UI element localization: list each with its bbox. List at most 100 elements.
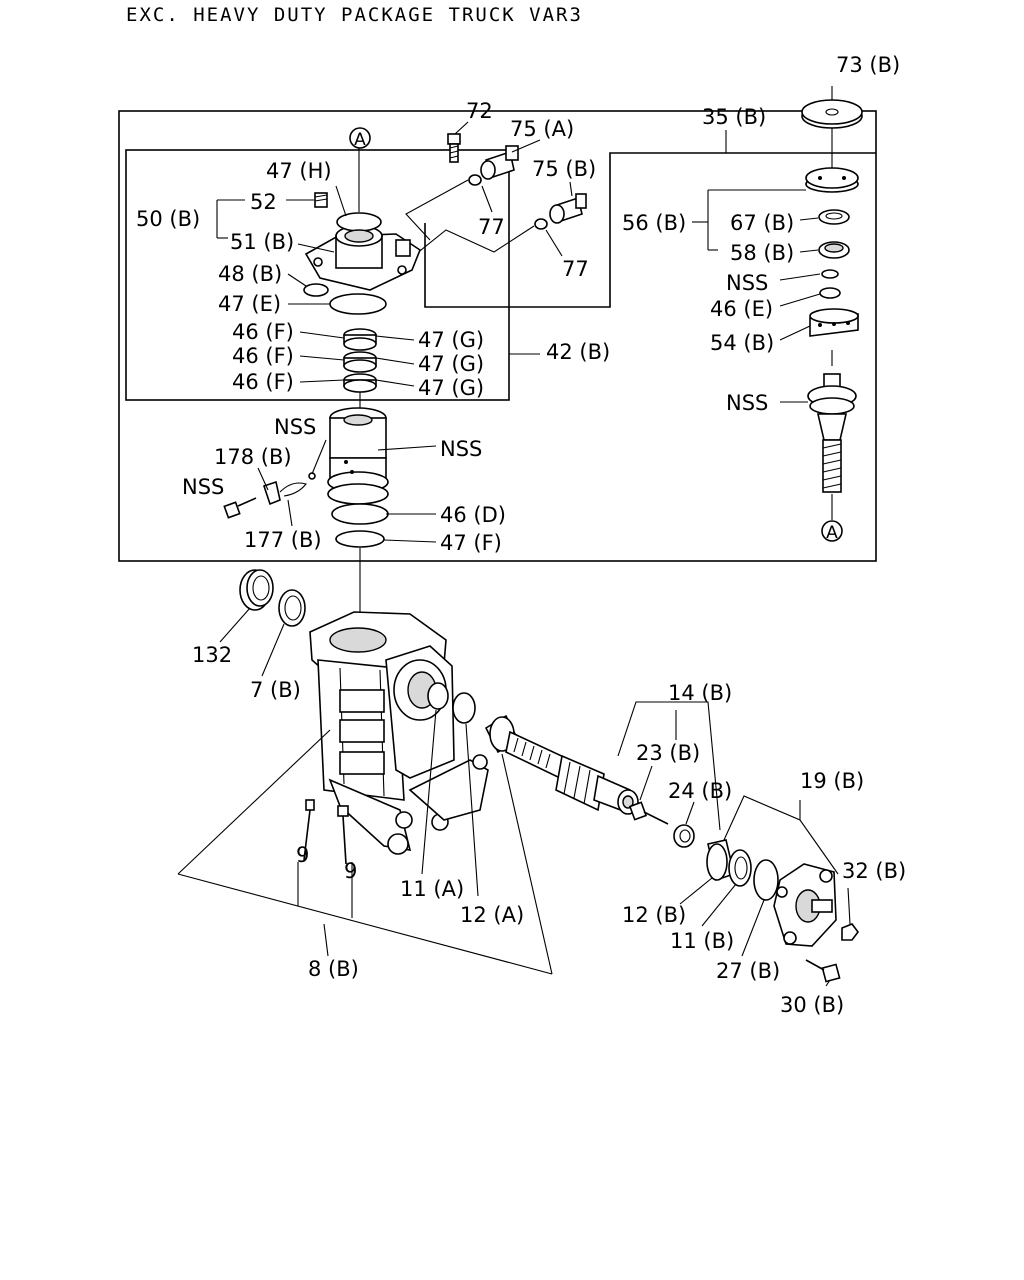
callout-35b: 35 (B) bbox=[702, 105, 766, 129]
valve-body-51b bbox=[304, 212, 421, 291]
callout-52: 52 bbox=[250, 190, 277, 214]
bolt-72 bbox=[447, 133, 461, 163]
sector-shaft-14b bbox=[484, 714, 639, 815]
callout-77-upper: 77 bbox=[478, 215, 505, 239]
callout-47e: 47 (E) bbox=[218, 292, 281, 316]
adjust-screw-23b bbox=[628, 801, 669, 825]
screw-nss bbox=[223, 497, 257, 519]
outer-assembly-frame bbox=[118, 110, 877, 562]
callout-7b: 7 (B) bbox=[250, 678, 301, 702]
bearing-race-54b bbox=[809, 308, 859, 337]
callout-46d: 46 (D) bbox=[440, 503, 506, 527]
seal-7b bbox=[278, 589, 306, 627]
bolt-30b bbox=[805, 959, 841, 983]
callout-9-right: 9 bbox=[344, 859, 357, 883]
side-cover-19b bbox=[773, 863, 837, 947]
callout-177b: 177 (B) bbox=[244, 528, 322, 552]
fitting-75b bbox=[549, 193, 587, 224]
callout-73b: 73 (B) bbox=[836, 53, 900, 77]
callout-54b: 54 (B) bbox=[710, 331, 774, 355]
bearing-58b bbox=[818, 241, 850, 259]
reference-a-top-label: A bbox=[354, 130, 366, 150]
callout-47h: 47 (H) bbox=[266, 159, 332, 183]
oring-48b bbox=[303, 283, 329, 297]
callout-nss-shaft: NSS bbox=[726, 391, 768, 415]
diagram-title: EXC. HEAVY DUTY PACKAGE TRUCK VAR3 bbox=[126, 4, 583, 26]
callout-77-lower: 77 bbox=[562, 257, 589, 281]
callout-19b: 19 (B) bbox=[800, 769, 864, 793]
callout-72: 72 bbox=[466, 99, 493, 123]
callout-24b: 24 (B) bbox=[668, 779, 732, 803]
callout-11a: 11 (A) bbox=[400, 877, 464, 901]
bolt-9a bbox=[303, 799, 315, 861]
callout-47g-2: 47 (G) bbox=[418, 352, 484, 376]
callout-178b: 178 (B) bbox=[214, 445, 292, 469]
callout-75b: 75 (B) bbox=[532, 157, 596, 181]
callout-50b: 50 (B) bbox=[136, 207, 200, 231]
callout-9-left: 9 bbox=[296, 843, 309, 867]
gear-housing-8b bbox=[309, 611, 489, 855]
callout-nss-upper: NSS bbox=[274, 415, 316, 439]
cover-disc-73b bbox=[801, 99, 863, 129]
callout-nss-right: NSS bbox=[440, 437, 482, 461]
locknut-32b bbox=[841, 923, 859, 941]
locknut-24b bbox=[673, 824, 695, 848]
callout-58b: 58 (B) bbox=[730, 241, 794, 265]
bolt-9b bbox=[337, 805, 349, 865]
gasket-27b bbox=[753, 859, 779, 901]
callout-47f: 47 (F) bbox=[440, 531, 502, 555]
callout-27b: 27 (B) bbox=[716, 959, 780, 983]
callout-46f-1: 46 (F) bbox=[232, 320, 294, 344]
worm-shaft-nss bbox=[807, 373, 857, 493]
washer-77b bbox=[534, 218, 548, 230]
washer-nss bbox=[821, 269, 839, 279]
callout-132: 132 bbox=[192, 643, 232, 667]
callout-75a: 75 (A) bbox=[510, 117, 574, 141]
callout-46e: 46 (E) bbox=[710, 297, 773, 321]
callout-8b: 8 (B) bbox=[308, 957, 359, 981]
seal-12a bbox=[452, 692, 476, 724]
bearing-11a bbox=[427, 682, 449, 710]
bearing-plate-56b bbox=[805, 167, 859, 193]
callout-42b: 42 (B) bbox=[546, 340, 610, 364]
needle-bearing-12b bbox=[706, 839, 735, 882]
washer-77a bbox=[468, 174, 482, 186]
callout-30b: 30 (B) bbox=[780, 993, 844, 1017]
reference-a-bottom-label: A bbox=[826, 523, 838, 543]
ball-guide-177b-178b bbox=[262, 472, 316, 506]
seal-stack-46f-47g bbox=[343, 328, 377, 393]
oring-47f bbox=[335, 530, 385, 548]
callout-nss-washer: NSS bbox=[726, 271, 768, 295]
callout-labels: 73 (B) 35 (B) 72 75 (A) 75 (B) 77 77 47 … bbox=[136, 53, 906, 1017]
callout-23b: 23 (B) bbox=[636, 741, 700, 765]
fitting-75a bbox=[480, 145, 519, 180]
bearing-67b bbox=[818, 209, 850, 225]
callout-12b: 12 (B) bbox=[622, 903, 686, 927]
callout-47g-3: 47 (G) bbox=[418, 376, 484, 400]
callout-47g-1: 47 (G) bbox=[418, 328, 484, 352]
piston-rack bbox=[327, 407, 389, 505]
plug-52 bbox=[314, 192, 328, 208]
sub-assembly-frame-35b bbox=[424, 152, 876, 308]
reference-mark-a-top: A bbox=[349, 127, 371, 150]
callout-56b: 56 (B) bbox=[622, 211, 686, 235]
reference-mark-a-bottom: A bbox=[821, 520, 843, 543]
callout-48b: 48 (B) bbox=[218, 262, 282, 286]
callout-12a: 12 (A) bbox=[460, 903, 524, 927]
leader-lines bbox=[177, 86, 851, 987]
callout-11b: 11 (B) bbox=[670, 929, 734, 953]
callout-14b: 14 (B) bbox=[668, 681, 732, 705]
group-frames bbox=[118, 110, 877, 562]
callout-nss-screw: NSS bbox=[182, 475, 224, 499]
callout-46f-2: 46 (F) bbox=[232, 344, 294, 368]
valve-body-frame bbox=[125, 149, 510, 401]
callout-67b: 67 (B) bbox=[730, 211, 794, 235]
callout-46f-3: 46 (F) bbox=[232, 370, 294, 394]
seal-ring-46d bbox=[331, 503, 389, 525]
oring-47e bbox=[329, 293, 387, 315]
callout-32b: 32 (B) bbox=[842, 859, 906, 883]
oring-46e bbox=[819, 287, 841, 299]
seal-132 bbox=[239, 569, 274, 611]
seal-11b bbox=[728, 849, 752, 887]
